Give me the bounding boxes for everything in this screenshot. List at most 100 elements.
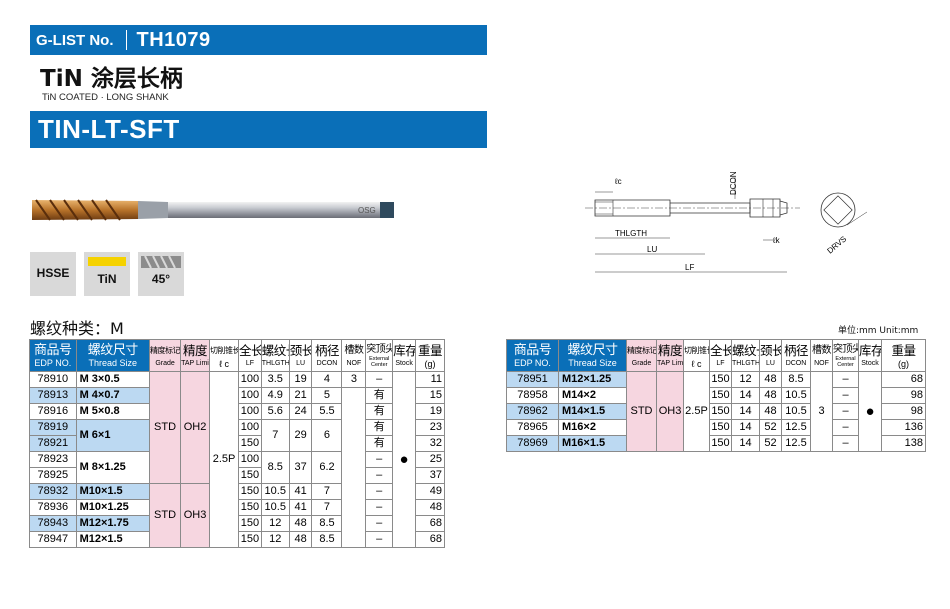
column-header-text: 精度 <box>183 343 208 358</box>
table-cell: M12×1.25 <box>558 371 627 388</box>
table-cell: 7 <box>311 499 343 516</box>
column-header-text: 全长 <box>710 343 731 358</box>
table-cell: 14 <box>731 435 760 452</box>
column-header-text: Center <box>370 361 388 368</box>
table-cell: 78965 <box>506 419 559 436</box>
table-cell: 52 <box>759 435 782 452</box>
table-cell: 12.5 <box>781 435 811 452</box>
table-cell: 10.5 <box>781 387 811 404</box>
column-header-text: LF <box>716 359 725 367</box>
table-cell: 19 <box>288 371 313 388</box>
table-cell: 136 <box>881 419 926 436</box>
table-cell: 100 <box>238 371 262 388</box>
table-cell: – <box>832 371 859 388</box>
table-cell: 48 <box>759 371 782 388</box>
table-cell: – <box>365 515 394 532</box>
column-header-text: 突顶尖 <box>366 343 393 355</box>
table-cell: 48 <box>759 403 782 420</box>
grade-cell: STD <box>149 483 182 548</box>
column-header-text: Thread Size <box>568 358 617 368</box>
tap-limit-cell: OH3 <box>656 371 684 452</box>
product-code-bar: TIN-LT-SFT <box>30 111 487 148</box>
col-weight: 重量(g) <box>881 339 926 372</box>
table-cell: 14 <box>731 403 760 420</box>
table-cell: 21 <box>288 387 313 404</box>
column-header-text: 精度 <box>657 343 683 358</box>
table-cell: – <box>832 403 859 420</box>
table-cell: 78923 <box>29 451 77 468</box>
table-cell: 98 <box>881 403 926 420</box>
table-cell: 8.5 <box>781 371 811 388</box>
table-cell: 150 <box>709 387 732 404</box>
table-cell: – <box>365 451 394 468</box>
column-header-text: NOF <box>814 359 829 367</box>
table-cell: 15 <box>414 387 446 404</box>
table-cell: 7 <box>260 419 290 452</box>
unit-note: 单位:mm Unit:mm <box>838 326 919 336</box>
column-header-text: Stock <box>861 359 879 367</box>
table-cell: 12 <box>260 531 290 548</box>
column-header-text: External <box>369 355 390 362</box>
tap-limit-cell: OH3 <box>180 483 211 548</box>
table-cell: 19 <box>414 403 446 420</box>
table-cell: 100 <box>238 419 262 436</box>
label-lk: ℓk <box>772 236 781 245</box>
table-cell: 150 <box>238 467 262 484</box>
table-cell: M12×1.5 <box>75 531 151 548</box>
title-en: TiN COATED · LONG SHANK <box>42 92 169 103</box>
table-cell: 3.5 <box>260 371 290 388</box>
table-cell <box>341 387 367 548</box>
column-header-text: 精度标记 <box>627 345 657 355</box>
table-cell: 78913 <box>29 387 77 404</box>
badge-45deg: 45° <box>138 252 184 296</box>
table-cell: 68 <box>881 371 926 388</box>
table-cell: 49 <box>414 483 446 500</box>
table-cell: 23 <box>414 419 446 436</box>
table-cell: M14×2 <box>558 387 627 404</box>
table-cell: 11 <box>414 371 446 388</box>
table-cell: 48 <box>288 515 313 532</box>
column-header-text: 商品号 <box>34 342 72 357</box>
table-cell: M12×1.75 <box>75 515 151 532</box>
column-header-text: Thread Size <box>88 358 138 368</box>
label-dcon: DCON <box>729 171 738 195</box>
table-cell: 78943 <box>29 515 77 532</box>
spiral-angle-icon <box>141 256 181 268</box>
header-divider <box>125 30 127 50</box>
column-header-text: TAP Limit <box>657 359 684 367</box>
stock-indicator: ● <box>858 371 882 452</box>
grade-cell: STD <box>626 371 657 452</box>
table-cell: 29 <box>288 419 313 452</box>
table-cell: – <box>365 371 394 388</box>
table-cell: 3 <box>341 371 367 388</box>
table-cell: 150 <box>709 419 732 436</box>
column-header-text: 颈长 <box>289 343 312 358</box>
table-cell: 100 <box>238 451 262 468</box>
table-cell: 25 <box>414 451 446 468</box>
tap-technical-drawing: ℓc DCON THLGTH ℓk LU LF DRVS <box>585 171 868 273</box>
column-header-text: (g) <box>424 358 436 369</box>
table-cell: 48 <box>288 531 313 548</box>
table-cell: 32 <box>414 435 446 452</box>
column-header-text: 重量 <box>891 343 916 358</box>
column-header-text: 切削锥长 <box>684 345 709 355</box>
